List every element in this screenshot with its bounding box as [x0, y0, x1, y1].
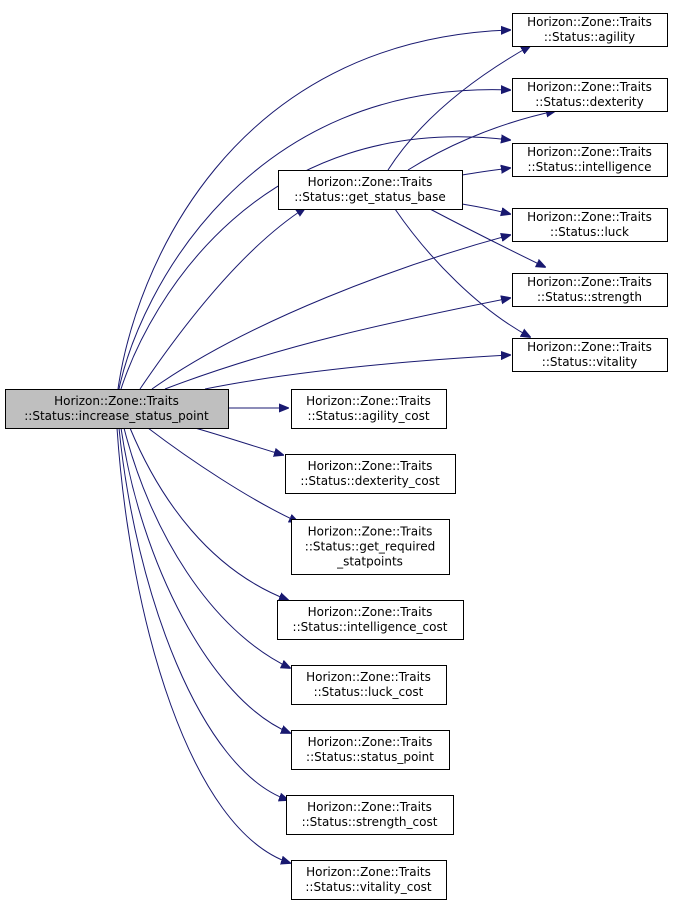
- node-label: ::Status::agility_cost: [307, 409, 429, 423]
- node-label: Horizon::Zone::Traits: [527, 15, 652, 29]
- node-vitality-cost[interactable]: Horizon::Zone::Traits::Status::vitality_…: [291, 860, 447, 900]
- node-box: [512, 338, 668, 372]
- edge-get_base-to-strength: [429, 208, 545, 267]
- node-label: Horizon::Zone::Traits: [308, 459, 433, 473]
- node-label: ::Status::dexterity_cost: [300, 474, 440, 488]
- edge-root-to-dexterity_cost: [194, 427, 283, 455]
- node-box: [285, 454, 456, 494]
- node-label: ::Status::dexterity: [535, 95, 643, 109]
- node-agility[interactable]: Horizon::Zone::Traits::Status::agility: [512, 13, 668, 47]
- node-box: [277, 600, 464, 640]
- node-box: [291, 389, 447, 429]
- nodes-layer: Horizon::Zone::Traits::Status::increase_…: [5, 13, 668, 900]
- node-vitality[interactable]: Horizon::Zone::Traits::Status::vitality: [512, 338, 668, 372]
- edge-get_base-to-agility: [387, 46, 530, 171]
- node-strength[interactable]: Horizon::Zone::Traits::Status::strength: [512, 273, 668, 307]
- node-label: Horizon::Zone::Traits: [527, 340, 652, 354]
- edge-root-to-luck: [151, 235, 510, 390]
- node-box: [286, 795, 454, 835]
- node-label: ::Status::luck_cost: [314, 685, 424, 699]
- node-box: [512, 13, 668, 47]
- node-get-base[interactable]: Horizon::Zone::Traits::Status::get_statu…: [278, 170, 463, 210]
- node-intelligence-cost[interactable]: Horizon::Zone::Traits::Status::intellige…: [277, 600, 464, 640]
- node-label: Horizon::Zone::Traits: [308, 605, 433, 619]
- node-label: ::Status::intelligence_cost: [293, 620, 448, 634]
- node-box: [278, 170, 463, 210]
- node-label: Horizon::Zone::Traits: [307, 800, 432, 814]
- edge-get_base-to-vitality: [394, 208, 530, 337]
- node-label: Horizon::Zone::Traits: [306, 865, 431, 879]
- edge-root-to-intelligence: [120, 137, 510, 390]
- node-luck-cost[interactable]: Horizon::Zone::Traits::Status::luck_cost: [291, 665, 447, 705]
- edge-root-to-agility: [117, 30, 510, 390]
- node-label: Horizon::Zone::Traits: [306, 394, 431, 408]
- node-req-statpoints[interactable]: Horizon::Zone::Traits::Status::get_requi…: [291, 519, 450, 575]
- edge-root-to-vitality_cost: [116, 427, 290, 863]
- node-status-point[interactable]: Horizon::Zone::Traits::Status::status_po…: [291, 730, 450, 770]
- edges-layer: [116, 30, 555, 863]
- node-luck[interactable]: Horizon::Zone::Traits::Status::luck: [512, 208, 668, 242]
- edge-root-to-dexterity: [118, 90, 510, 390]
- edge-root-to-vitality: [204, 355, 510, 390]
- edge-root-to-req_statpoints: [147, 427, 298, 522]
- node-box: [512, 273, 668, 307]
- node-label: ::Status::luck: [550, 225, 629, 239]
- edge-root-to-strength_cost: [118, 427, 288, 800]
- node-label: ::Status::agility: [544, 30, 635, 44]
- node-dexterity-cost[interactable]: Horizon::Zone::Traits::Status::dexterity…: [285, 454, 456, 494]
- node-label: ::Status::status_point: [306, 750, 434, 764]
- edge-root-to-intelligence_cost: [129, 427, 288, 600]
- node-agility-cost[interactable]: Horizon::Zone::Traits::Status::agility_c…: [291, 389, 447, 429]
- node-label: Horizon::Zone::Traits: [308, 735, 433, 749]
- edge-get_base-to-luck: [461, 203, 510, 214]
- node-box: [291, 519, 450, 575]
- node-label: ::Status::strength: [537, 290, 642, 304]
- node-label: ::Status::vitality: [542, 355, 637, 369]
- node-label: Horizon::Zone::Traits: [527, 145, 652, 159]
- edge-get_base-to-intelligence: [461, 168, 510, 176]
- node-label: ::Status::intelligence: [527, 160, 651, 174]
- node-strength-cost[interactable]: Horizon::Zone::Traits::Status::strength_…: [286, 795, 454, 835]
- node-label: Horizon::Zone::Traits: [527, 275, 652, 289]
- node-label: Horizon::Zone::Traits: [308, 175, 433, 189]
- node-box: [512, 78, 668, 112]
- node-label: ::Status::increase_status_point: [24, 409, 209, 423]
- node-label: ::Status::vitality_cost: [305, 880, 432, 894]
- node-label: ::Status::get_status_base: [294, 190, 446, 204]
- node-label: Horizon::Zone::Traits: [54, 394, 179, 408]
- node-label: Horizon::Zone::Traits: [306, 670, 431, 684]
- node-label: Horizon::Zone::Traits: [527, 80, 652, 94]
- node-label: Horizon::Zone::Traits: [527, 210, 652, 224]
- node-label: Horizon::Zone::Traits: [308, 525, 433, 539]
- edge-root-to-get_base: [139, 208, 305, 390]
- node-label: _statpoints: [336, 555, 403, 569]
- node-box: [291, 665, 447, 705]
- node-label: ::Status::strength_cost: [302, 815, 438, 829]
- node-label: ::Status::get_required: [305, 540, 435, 554]
- edge-root-to-strength: [164, 298, 510, 390]
- node-box: [5, 389, 229, 429]
- node-dexterity[interactable]: Horizon::Zone::Traits::Status::dexterity: [512, 78, 668, 112]
- edge-root-to-status_point: [120, 427, 290, 733]
- node-root[interactable]: Horizon::Zone::Traits::Status::increase_…: [5, 389, 229, 429]
- node-box: [512, 208, 668, 242]
- edge-root-to-luck_cost: [123, 427, 290, 668]
- node-intelligence[interactable]: Horizon::Zone::Traits::Status::intellige…: [512, 143, 668, 177]
- node-box: [291, 860, 447, 900]
- edge-get_base-to-dexterity: [407, 111, 555, 171]
- node-box: [291, 730, 450, 770]
- node-box: [512, 143, 668, 177]
